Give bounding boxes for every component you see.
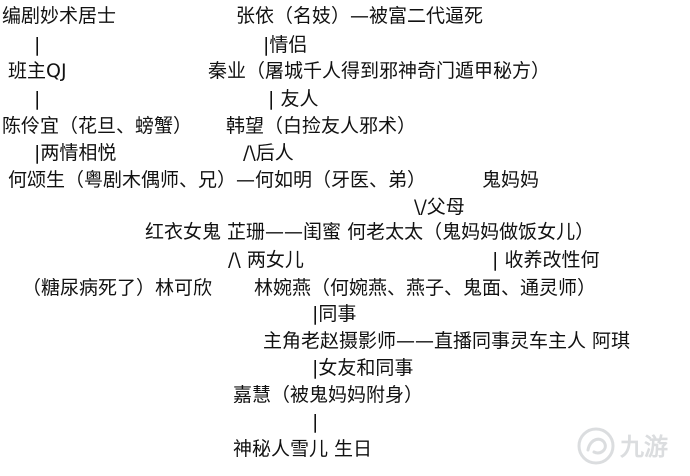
edge-label-parents: \/父母 [414,196,465,218]
node-he-brothers: 何颂生（粤剧木偶师、兄）—何如明（牙医、弟） [8,169,427,191]
edge-label-friend: | 友人 [268,88,319,110]
edge-connector: | [34,88,41,110]
edge-label-adopted: | 收养改性何 [492,249,600,271]
node-zhang-yi: 张依（名妓）—被富二代逼死 [236,5,484,27]
node-xueer: 神秘人雪儿 生日 [233,438,373,460]
jiuyou-logo-icon: 九游 [577,427,668,465]
node-jiahui: 嘉慧（被鬼妈妈附身） [233,384,424,406]
edge-connector: | [312,411,319,433]
node-lin-wanyan: 林婉燕（何婉燕、燕子、鬼面、通灵师） [254,277,597,299]
edge-label-colleague: |同事 [312,303,357,325]
watermark: 九游 [576,424,680,468]
node-red-ghost-and-grandma: 红衣女鬼 芷珊——闺蜜 何老太太（鬼妈妈做饭女儿） [145,221,595,243]
edge-label-mutual-love: |两情相悦 [34,142,117,164]
node-chen-lingyi: 陈伶宜（花旦、螃蟹） [2,115,193,137]
node-ghost-mother: 鬼妈妈 [482,169,540,191]
node-qin-ye: 秦业（屠城千人得到邪神奇门遁甲秘方） [208,60,551,82]
edge-label-descendant: /\后人 [243,142,294,164]
edge-label-girlfriend: |女友和同事 [312,357,414,379]
node-troupe-leader: 班主QJ [8,60,67,82]
node-han-wang: 韩望（白捡友人邪术） [226,115,417,137]
edge-label-lovers: |情侣 [263,34,308,56]
node-lao-zhao: 主角老赵摄影师——直播同事灵车主人 阿琪 [263,330,631,352]
edge-label-two-daughters: /\ 两女儿 [228,249,304,271]
node-screenwriter: 编剧妙术居士 [2,5,117,27]
edge-connector: | [34,34,41,56]
node-lin-kexin: （糖尿病死了）林可欣 [22,277,213,299]
watermark-text: 九游 [619,433,668,461]
